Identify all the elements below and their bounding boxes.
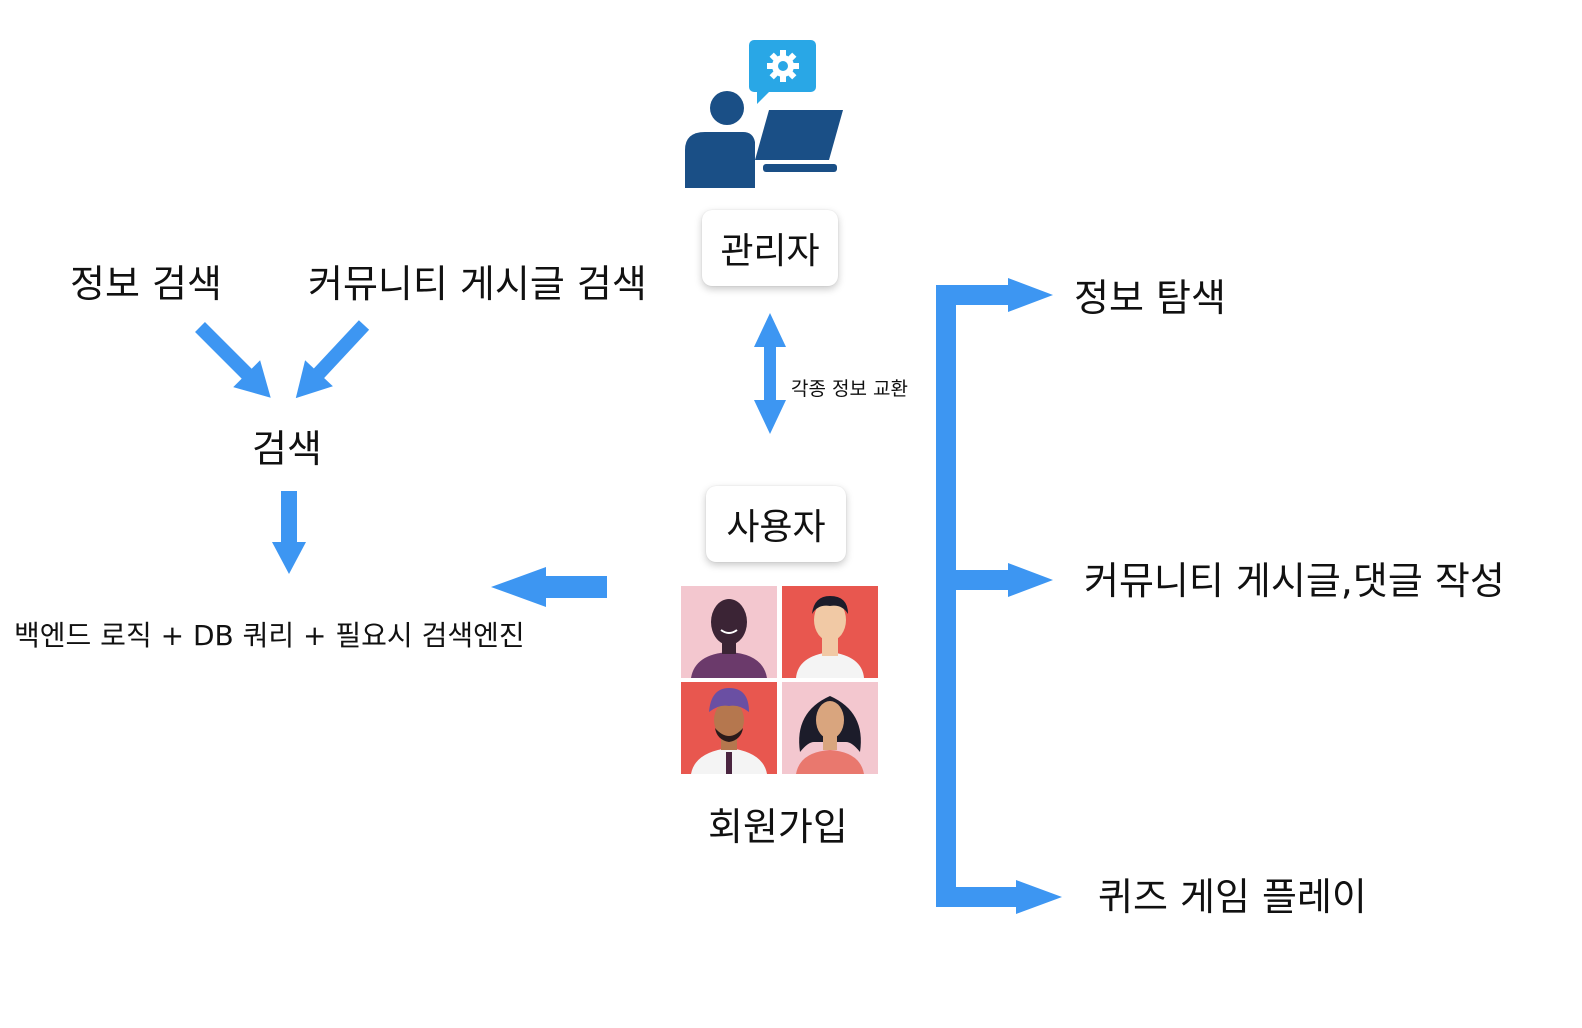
write-label: 커뮤니티 게시글,댓글 작성 xyxy=(1084,559,1505,603)
arrowhead-explore xyxy=(1008,278,1053,312)
explore-label: 정보 탐색 xyxy=(1074,276,1226,320)
admin-label: 관리자 xyxy=(720,231,820,272)
admin-card: 관리자 xyxy=(702,210,838,286)
branch-write xyxy=(936,570,1014,590)
signup-label: 회원가입 xyxy=(708,805,848,849)
arrow-exchange-bidirectional xyxy=(754,313,786,434)
backend-label: 백엔드 로직 + DB 쿼리 + 필요시 검색엔진 xyxy=(14,619,525,652)
bracket-bar xyxy=(936,285,956,907)
search-label: 검색 xyxy=(252,427,322,471)
community-search-label: 커뮤니티 게시글 검색 xyxy=(308,262,647,306)
admin-computer-icon xyxy=(685,40,843,188)
avatar xyxy=(782,682,878,774)
quiz-label: 퀴즈 게임 플레이 xyxy=(1098,875,1367,919)
users-avatar-grid xyxy=(681,586,878,774)
user-card: 사용자 xyxy=(706,486,846,562)
user-label: 사용자 xyxy=(726,507,826,548)
arrow-info-search-to-search xyxy=(195,322,271,398)
branch-explore xyxy=(936,285,1014,305)
avatar xyxy=(681,586,777,678)
exchange-label: 각종 정보 교환 xyxy=(791,378,908,400)
arrowhead-quiz xyxy=(1016,880,1062,914)
branch-quiz xyxy=(936,887,1022,907)
arrow-user-to-backend xyxy=(491,567,607,607)
arrow-search-down xyxy=(272,491,306,574)
arrowhead-write xyxy=(1008,563,1053,597)
info-search-label: 정보 검색 xyxy=(70,262,222,306)
gear-icon xyxy=(749,40,816,104)
arrow-community-search-to-search xyxy=(295,320,370,399)
avatar xyxy=(681,682,777,774)
avatar xyxy=(782,586,878,678)
